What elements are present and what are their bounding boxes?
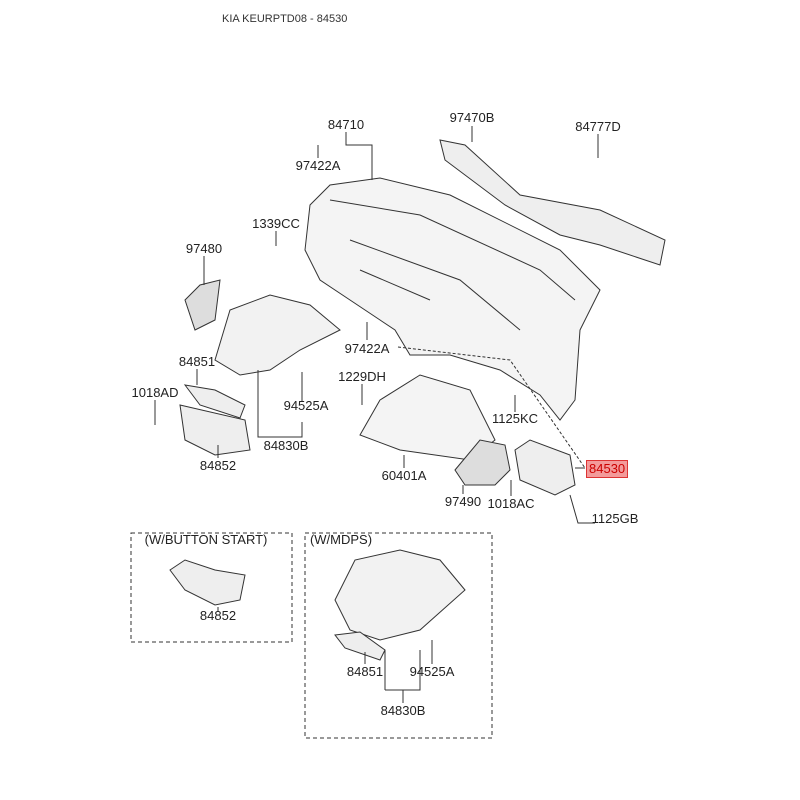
inset-upper-shroud-part <box>334 631 386 661</box>
inset-button-start-box <box>130 532 293 643</box>
label-97480[interactable]: 97480 <box>185 241 223 256</box>
label-1339CC[interactable]: 1339CC <box>252 216 300 231</box>
label-1018AD[interactable]: 1018AD <box>131 385 179 400</box>
side-vent-part <box>184 279 221 331</box>
label-97422A[interactable]: 97422A <box>295 158 341 173</box>
upper-shroud-part <box>183 384 246 419</box>
inset-mdps-box <box>304 532 493 739</box>
inset-cluster-fascia-part <box>334 549 466 641</box>
label-84710[interactable]: 84710 <box>327 117 365 132</box>
label-94525A[interactable]: 94525A <box>283 398 329 413</box>
lower-shroud-part <box>179 404 251 456</box>
duct-part <box>439 139 666 266</box>
cluster-fascia-part <box>214 294 341 376</box>
label-84852[interactable]: 84852 <box>199 458 237 473</box>
inset-label-84830B[interactable]: 84830B <box>380 703 426 718</box>
inset-label-94525A[interactable]: 94525A <box>409 664 455 679</box>
inset-lower-shroud-part <box>169 559 246 606</box>
diagram-title: KIA KEURPTD08 - 84530 <box>222 13 348 25</box>
label-84830B[interactable]: 84830B <box>263 438 309 453</box>
label-97490[interactable]: 97490 <box>444 494 482 509</box>
inset-label-84852[interactable]: 84852 <box>199 608 237 623</box>
inset-mdps-title: (W/MDPS) <box>309 532 373 547</box>
label-84851[interactable]: 84851 <box>178 354 216 369</box>
center-vent-part <box>454 439 511 486</box>
label-84777D[interactable]: 84777D <box>575 119 621 134</box>
inset-button-start-title: (W/BUTTON START) <box>144 532 268 547</box>
label-84530-highlighted[interactable]: 84530 <box>586 460 629 478</box>
label-97470B[interactable]: 97470B <box>449 110 495 125</box>
label-1018AC[interactable]: 1018AC <box>487 496 535 511</box>
label-1125KC[interactable]: 1125KC <box>491 411 539 426</box>
label-1125GB[interactable]: 1125GB <box>591 511 639 526</box>
inset-label-84851[interactable]: 84851 <box>346 664 384 679</box>
airbag-module-part <box>514 439 576 496</box>
crash-pad-part <box>304 177 601 421</box>
label-60401A[interactable]: 60401A <box>381 468 427 483</box>
label-97422A-mid[interactable]: 97422A <box>344 341 390 356</box>
label-1229DH[interactable]: 1229DH <box>338 369 386 384</box>
